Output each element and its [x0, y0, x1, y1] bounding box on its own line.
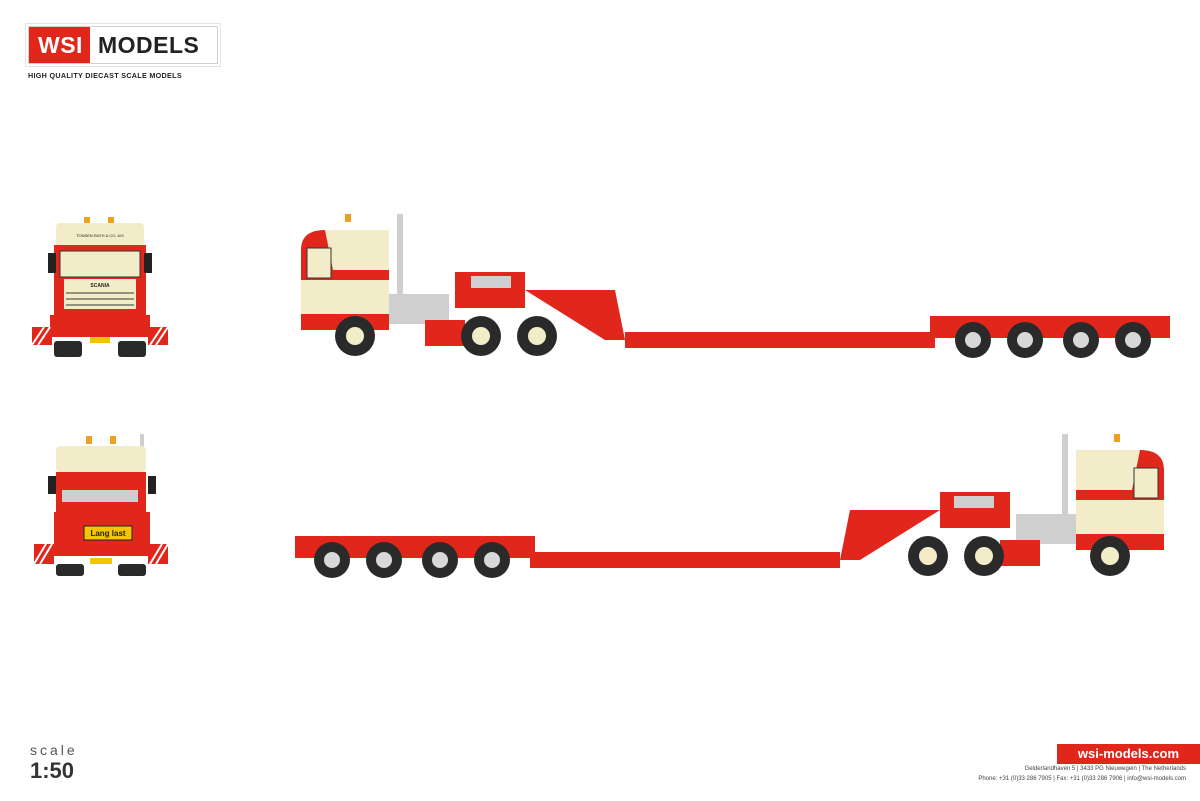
front-company-sign: TONSEN RATH & CO. A/S — [76, 233, 124, 238]
front-mirror-left — [48, 253, 56, 273]
front-plate — [90, 337, 110, 343]
rear-sign-text: Lang last — [90, 529, 125, 538]
company-address: Gelderlandhaven 5 | 3433 PG Nieuwegein |… — [1024, 766, 1186, 772]
lowbed-deck — [625, 332, 935, 348]
front-mirror-right — [144, 253, 152, 273]
truck-front-view: TONSEN RATH & CO. A/S SCANIA — [31, 217, 169, 357]
front-bumper — [50, 315, 150, 337]
rear-deck — [62, 490, 138, 502]
brand-models-text: MODELS — [89, 27, 208, 63]
truck-rear-view: Lang last — [33, 434, 169, 576]
brand-logo-box: WSI MODELS — [28, 26, 218, 64]
front-wheel-right — [118, 341, 146, 357]
exhaust-stack — [397, 214, 403, 309]
brand-wsi-text: WSI — [29, 27, 90, 63]
front-wheel-left — [54, 341, 82, 357]
website-link[interactable]: wsi-models.com — [1057, 744, 1200, 764]
front-grille — [64, 279, 136, 309]
front-roof-cream — [56, 223, 144, 247]
rear-cab-cream — [56, 446, 146, 472]
front-beacon-left — [84, 217, 90, 224]
truck-side-view-right — [295, 434, 1164, 578]
brand-tagline: HIGH QUALITY DIECAST SCALE MODELS — [28, 71, 182, 80]
truck-side-view-left — [301, 214, 1170, 358]
front-brand-badge: SCANIA — [90, 283, 110, 289]
scale-label: scale — [30, 742, 78, 758]
company-contact: Phone: +31 (0)33 286 7905 | Fax: +31 (0)… — [978, 776, 1186, 782]
rear-bogie — [930, 316, 1170, 338]
rear-lang-last-sign — [83, 525, 133, 541]
brand-logo: WSI MODELS HIGH QUALITY DIECAST SCALE MO… — [28, 26, 218, 80]
scale-value: 1:50 — [30, 758, 75, 783]
front-beacon-right — [108, 217, 114, 224]
front-windshield — [59, 250, 141, 278]
